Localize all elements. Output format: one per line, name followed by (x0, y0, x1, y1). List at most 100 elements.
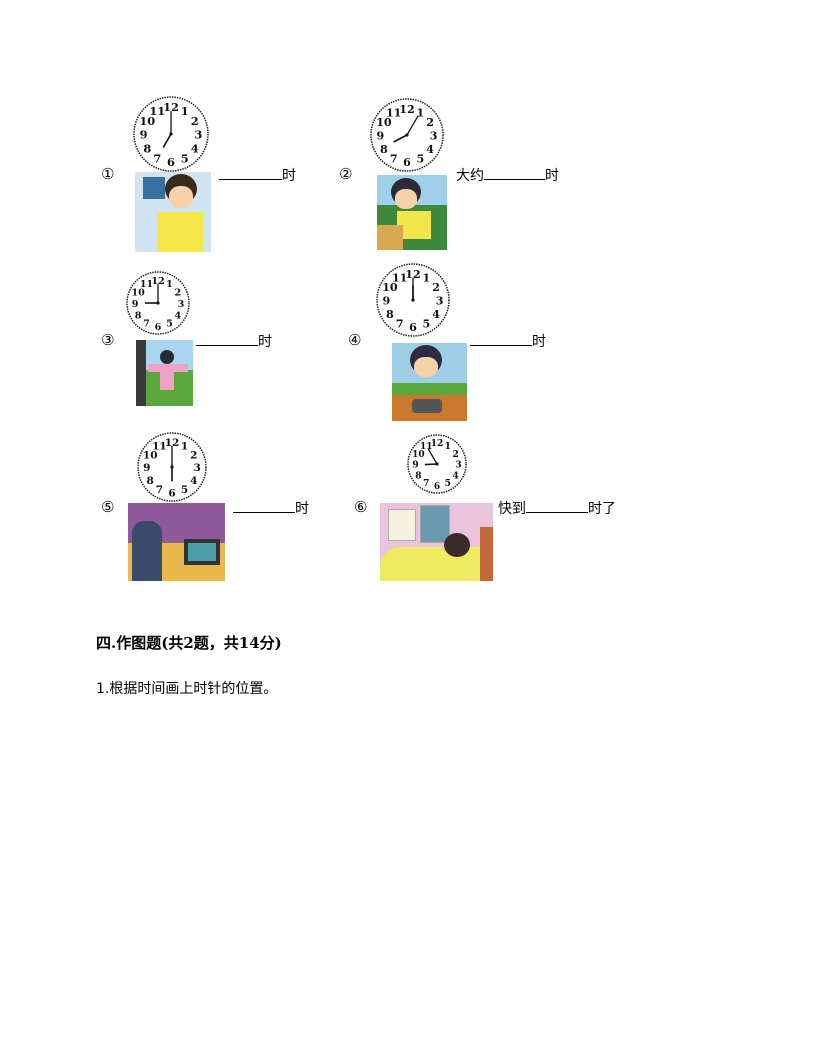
clock-numeral: 7 (396, 318, 404, 331)
item-marker: ⑥ (354, 498, 368, 516)
clock-numeral: 5 (166, 319, 173, 330)
clock-numeral: 5 (445, 479, 451, 489)
picture-going-to-bed (380, 503, 493, 581)
picture-eating-lunch (392, 343, 467, 421)
section-heading: 四.作图题(共2题，共14分) (96, 634, 282, 652)
item-marker: ④ (348, 331, 362, 349)
clock-numeral: 7 (153, 151, 161, 165)
answer-blank[interactable] (219, 167, 282, 180)
clock-numeral: 5 (416, 153, 424, 166)
clock-numeral: 10 (412, 450, 425, 460)
clock-numeral: 6 (155, 322, 162, 333)
clock-numeral: 1 (422, 271, 430, 284)
item-marker: ① (101, 165, 115, 183)
suffix: 时 (295, 501, 309, 517)
clock-numeral: 9 (412, 461, 418, 471)
picture-exercising (136, 340, 193, 406)
clock-numeral: 7 (143, 319, 150, 330)
clock-numeral: 10 (382, 281, 398, 294)
clock-numeral: 11 (140, 279, 153, 290)
answer-blank[interactable] (196, 333, 258, 346)
clock-numeral: 9 (376, 129, 384, 142)
clock-numeral: 8 (386, 308, 394, 321)
clock-numeral: 11 (420, 442, 433, 452)
item-marker: ② (339, 165, 353, 183)
minute-hand (427, 448, 438, 465)
clock-numeral: 3 (178, 299, 185, 310)
clock-numeral: 8 (143, 141, 151, 155)
clock-numeral: 1 (416, 106, 424, 119)
clock-numeral: 1 (445, 442, 451, 452)
clock-numeral: 1 (181, 104, 189, 118)
clock-numeral: 11 (392, 271, 407, 284)
clock-numeral: 8 (147, 475, 154, 487)
clock-numeral: 4 (452, 471, 458, 481)
clock-numeral: 8 (135, 310, 142, 321)
clock-center (411, 298, 415, 302)
clock-center (170, 465, 174, 469)
clock-numeral: 3 (194, 128, 202, 142)
clock-numeral: 12 (405, 268, 420, 281)
clock-numeral: 1 (166, 279, 173, 290)
clock-numeral: 10 (143, 450, 158, 462)
clock-numeral: 3 (194, 462, 201, 474)
suffix: 时 (532, 334, 546, 350)
suffix: 时 (545, 168, 559, 184)
suffix: 时 (282, 168, 296, 184)
picture-eating-breakfast (377, 175, 447, 250)
clock-numeral: 4 (432, 308, 440, 321)
clock-numeral: 2 (432, 281, 440, 294)
clock-numeral: 2 (175, 287, 182, 298)
clock-center (435, 462, 439, 466)
clock-numeral: 8 (380, 143, 388, 156)
clock-numeral: 7 (390, 153, 398, 166)
clock-numeral: 4 (426, 143, 434, 156)
clock-numeral: 5 (181, 484, 188, 496)
hour-hand (424, 463, 438, 466)
clock-numeral: 1 (181, 440, 188, 452)
item-marker: ③ (101, 331, 115, 349)
clock-center (405, 133, 409, 137)
clock-numeral: 6 (167, 155, 175, 169)
clock-numeral: 10 (139, 114, 155, 128)
clock-numeral: 11 (149, 104, 165, 118)
clock-numeral: 9 (132, 299, 139, 310)
clock-numeral: 6 (434, 482, 440, 492)
clock-numeral: 5 (422, 318, 430, 331)
clock-numeral: 12 (431, 439, 444, 449)
clock-numeral: 9 (382, 294, 390, 307)
clock-numeral: 7 (156, 484, 163, 496)
hour-hand (393, 134, 408, 143)
answer-blank[interactable] (233, 500, 295, 513)
clock-numeral: 12 (163, 100, 179, 114)
clock-numeral: 4 (190, 475, 197, 487)
clock-numeral: 2 (190, 450, 197, 462)
clock-numeral: 9 (143, 462, 150, 474)
answer-blank[interactable] (484, 167, 545, 180)
picture-brushing-teeth (135, 172, 211, 252)
question-text: 1.根据时间画上时针的位置。 (96, 681, 278, 697)
clock-numeral: 11 (386, 106, 401, 119)
clock-numeral: 2 (452, 450, 458, 460)
answer-blank[interactable] (470, 333, 532, 346)
clock-numeral: 2 (191, 114, 199, 128)
clock-numeral: 5 (181, 151, 189, 165)
hour-hand (162, 133, 172, 148)
prefix: 大约 (456, 168, 484, 184)
picture-watching-tv (128, 503, 225, 581)
clock-numeral: 8 (415, 471, 421, 481)
clock-numeral: 3 (430, 129, 438, 142)
clock-numeral: 6 (409, 321, 417, 334)
answer-blank[interactable] (526, 500, 588, 513)
item-marker: ⑤ (101, 498, 115, 516)
clock-numeral: 6 (403, 156, 411, 169)
clock-center (156, 301, 160, 305)
clock-numeral: 3 (436, 294, 444, 307)
prefix: 快到 (498, 501, 526, 517)
